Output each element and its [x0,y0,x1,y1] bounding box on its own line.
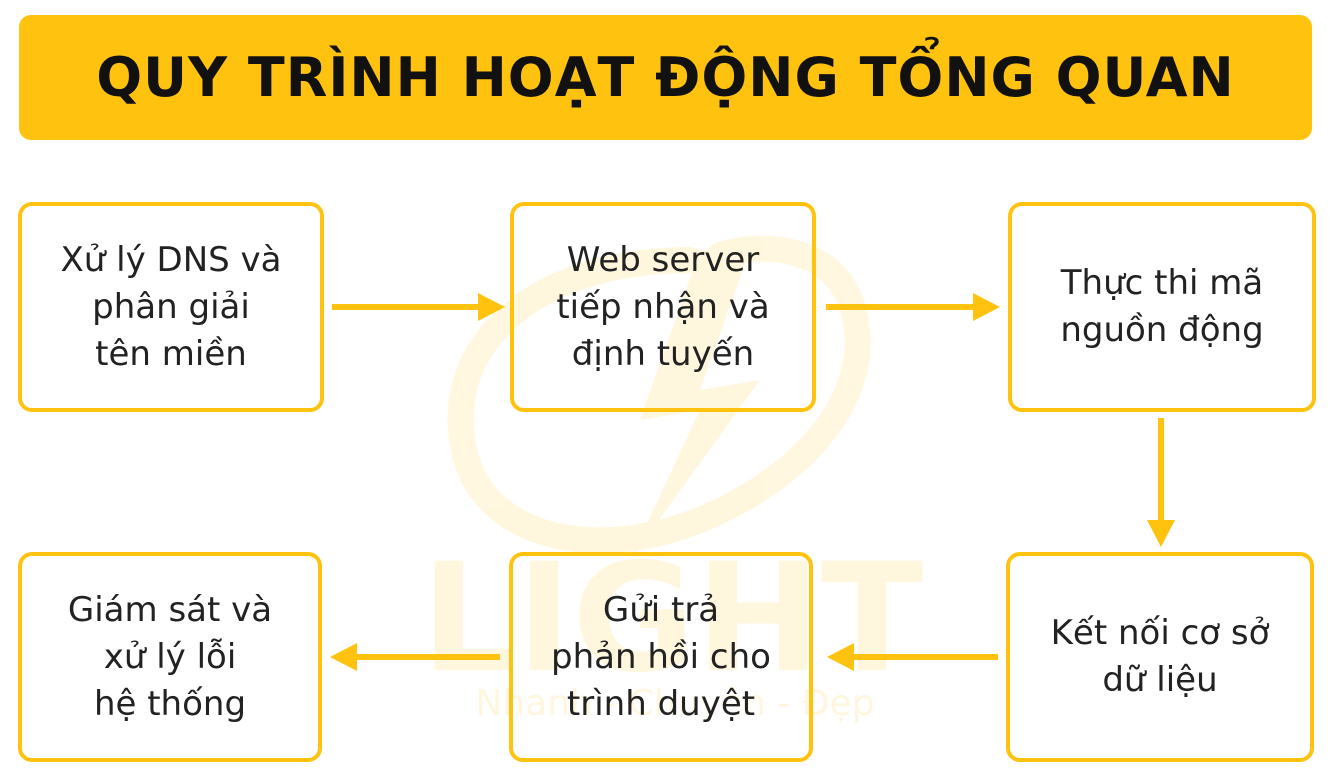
step-label: Kết nối cơ sở dữ liệu [1050,613,1270,700]
step-database: Kết nối cơ sở dữ liệu [1006,552,1314,762]
page-title: QUY TRÌNH HOẠT ĐỘNG TỔNG QUAN [96,46,1235,109]
step-label: Giám sát và xử lý lỗi hệ thống [67,589,273,724]
arrow-left-1 [827,643,998,671]
step-monitoring: Giám sát và xử lý lỗi hệ thống [18,552,322,762]
step-response: Gửi trả phản hồi cho trình duyệt [509,552,813,762]
arrow-right-1 [332,293,505,321]
step-label: Thực thi mã nguồn động [1060,263,1264,350]
step-execute-code: Thực thi mã nguồn động [1008,202,1316,412]
step-label: Web server tiếp nhận và định tuyến [556,239,770,374]
title-banner: QUY TRÌNH HOẠT ĐỘNG TỔNG QUAN [19,15,1312,140]
step-label: Xử lý DNS và phân giải tên miền [60,239,282,374]
step-web-server: Web server tiếp nhận và định tuyến [510,202,816,412]
step-dns: Xử lý DNS và phân giải tên miền [18,202,324,412]
arrow-right-2 [826,293,1000,321]
arrow-down [1147,418,1175,547]
step-label: Gửi trả phản hồi cho trình duyệt [551,589,771,724]
arrow-left-2 [330,643,500,671]
